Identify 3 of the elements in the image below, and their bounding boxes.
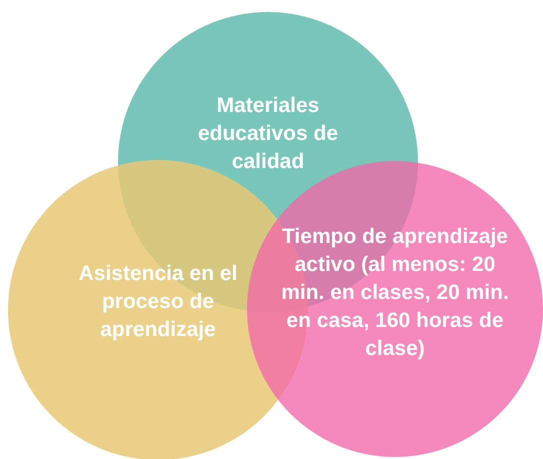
circle-label: Tiempo de aprendizaje activo (al menos: 20 min. en clases, 20 min. en casa, 160 horas de clase) xyxy=(280,224,510,362)
circle-label: Asistencia en el proceso de aprendizaje xyxy=(78,261,238,343)
circle-label: Materiales educativos de calidad xyxy=(196,93,340,175)
